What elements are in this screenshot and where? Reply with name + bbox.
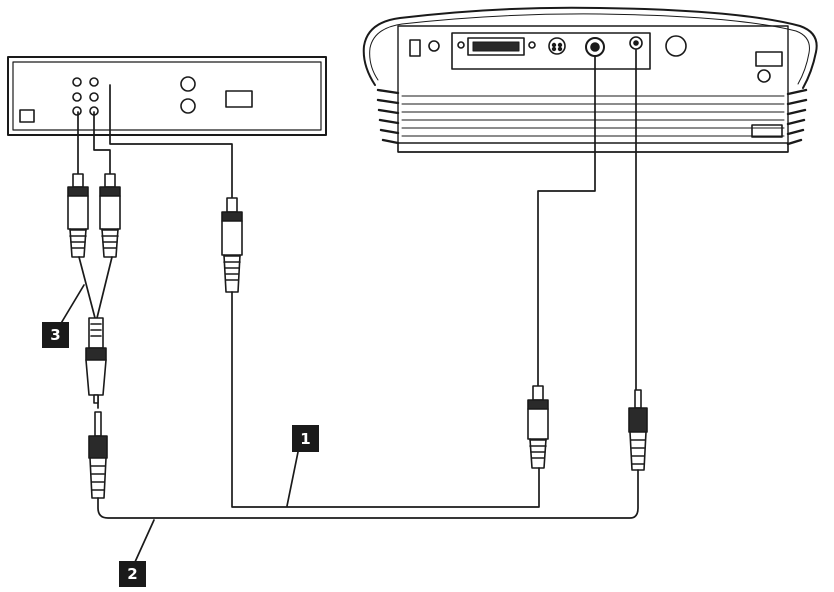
callout-2-label: 2 [127,565,137,583]
projector-large-port [665,35,687,57]
rca-plug-left [67,173,89,258]
source-round-port-bottom [180,98,196,114]
rca-plug-right [99,173,121,258]
projector-rect-port [755,51,783,67]
projector-vents-left [376,88,400,145]
audio-in-port [629,36,643,50]
projector-vents-right [786,88,808,146]
callout-1-label: 1 [300,430,310,448]
projector-small-port [428,40,440,52]
source-rect-port [225,90,253,108]
projector [362,6,818,153]
callout-1: 1 [292,425,319,452]
callout-2: 2 [119,561,146,587]
cable-wires [59,49,639,563]
callout-3: 3 [42,322,69,348]
callout-3-label: 3 [50,326,60,344]
source-device [7,56,327,136]
rca-plug-video-source [221,197,243,293]
source-round-port-top [180,76,196,92]
projector-slot [409,39,421,57]
stereo-plug-left [88,411,108,499]
stereo-plug-right [628,389,648,471]
source-rca-jacks [72,77,99,116]
projector-connector-panel [451,32,651,70]
source-indicator [19,109,35,123]
projector-housing-lines [401,95,785,137]
rca-plug-video-projector [527,385,549,469]
s-video-port [548,37,566,55]
y-adapter-body [85,317,107,404]
projector-label-plate [751,124,783,138]
projector-round-port [757,69,771,83]
